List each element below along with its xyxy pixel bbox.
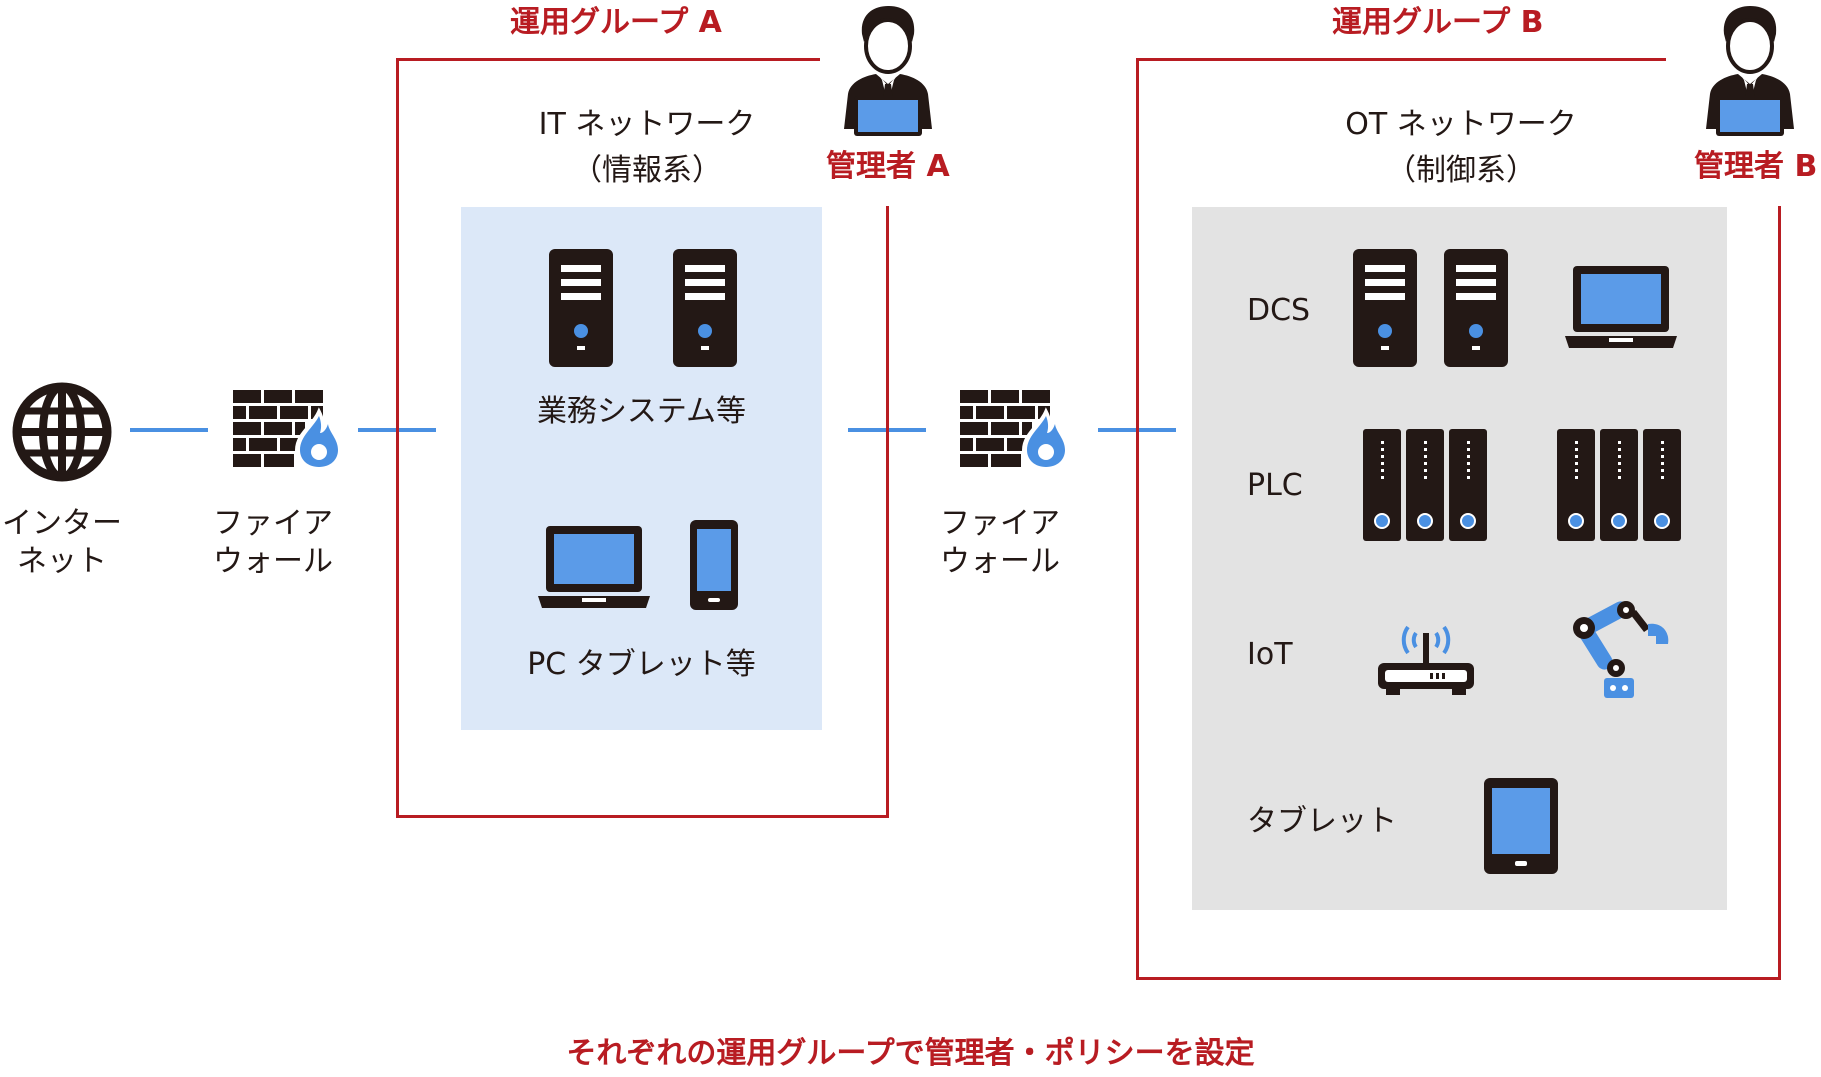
- server-icon: [673, 249, 737, 367]
- internet-label: インター ネット: [0, 505, 132, 581]
- firewall2-label-line2: ウォール: [940, 544, 1060, 579]
- globe-icon: [12, 382, 112, 482]
- ot-network-title-line2: （制御系）: [1386, 153, 1536, 188]
- firewall1-label-line1: ファイア: [213, 506, 333, 541]
- group-a-frame: [396, 58, 889, 818]
- firewall-icon: [960, 390, 1071, 473]
- it-servers-label: 業務システム等: [536, 394, 747, 429]
- server-icon: [549, 249, 613, 367]
- firewall2-label: ファイア ウォール: [930, 505, 1070, 581]
- footer-caption: それぞれの運用グループで管理者・ポリシーを設定: [566, 1036, 1255, 1071]
- it-network-title: IT ネットワーク （情報系）: [462, 106, 832, 190]
- laptop-icon: [1565, 266, 1677, 348]
- admin-a-icon: [844, 6, 932, 136]
- admin-b-icon: [1706, 6, 1794, 136]
- ot-network-title: OT ネットワーク （制御系）: [1261, 106, 1661, 190]
- it-network-title-line1: IT ネットワーク: [538, 107, 756, 142]
- robot-arm-icon: [1573, 601, 1669, 698]
- laptop-icon: [538, 526, 650, 608]
- link-internet-firewall1: [130, 428, 208, 432]
- router-icon: [1378, 625, 1474, 695]
- it-network-zone: [461, 207, 822, 730]
- smartphone-icon: [690, 520, 738, 610]
- group-b-frame: [1136, 58, 1781, 980]
- ot-row-label-tablet: タブレット: [1247, 804, 1397, 839]
- ot-row-label-dcs: DCS: [1247, 293, 1311, 328]
- firewall-icon: [233, 390, 344, 473]
- firewall1-label-line2: ウォール: [213, 544, 333, 579]
- group-a-title: 運用グループ A: [510, 5, 722, 40]
- firewall2-label-line1: ファイア: [940, 506, 1060, 541]
- it-network-title-line2: （情報系）: [572, 153, 722, 188]
- group-b-title: 運用グループ B: [1332, 5, 1544, 40]
- server-icon: [1353, 249, 1417, 367]
- tablet-icon: [1484, 778, 1558, 874]
- ot-row-label-iot: IoT: [1247, 637, 1293, 672]
- admin-b-label: 管理者 B: [1694, 149, 1818, 184]
- ot-row-label-plc: PLC: [1247, 468, 1303, 503]
- admin-a-label: 管理者 A: [826, 149, 950, 184]
- it-devices-label: PC タブレット等: [527, 647, 756, 682]
- server-icon: [1444, 249, 1508, 367]
- plc-icon: [1557, 429, 1681, 541]
- internet-label-line2: ネット: [17, 544, 107, 579]
- ot-network-title-line1: OT ネットワーク: [1345, 107, 1577, 142]
- firewall1-label: ファイア ウォール: [203, 505, 343, 581]
- plc-icon: [1363, 429, 1487, 541]
- internet-label-line1: インター: [2, 506, 122, 541]
